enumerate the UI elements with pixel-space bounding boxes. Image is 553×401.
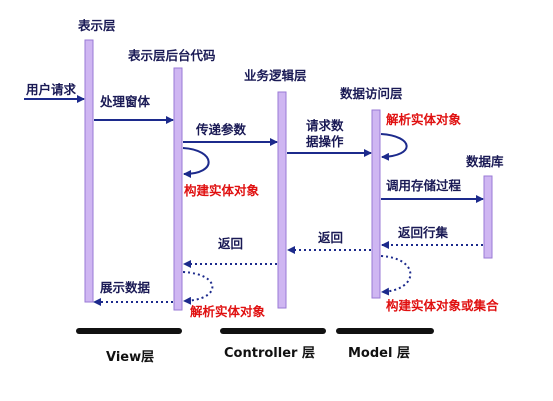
- message-handle-form-label: 处理窗体: [99, 94, 151, 109]
- message-return-2-label: 返回: [318, 230, 343, 245]
- self-loop-parse-entity-bottom: [182, 271, 214, 305]
- self-loop-parse-entity-top: [380, 133, 408, 161]
- message-request-data-label-line1: 请求数: [306, 118, 344, 133]
- layer-label-controller: Controller 层: [224, 346, 315, 361]
- layer-bar-view: [76, 328, 182, 334]
- note-build-entity: 构建实体对象: [184, 183, 260, 198]
- participant-data-access-label: 数据访问层: [339, 86, 403, 101]
- layer-label-model: Model 层: [348, 346, 410, 361]
- lifeline-presentation-backend: [173, 67, 183, 311]
- message-show-data-label: 展示数据: [100, 280, 151, 295]
- message-user-request-label: 用户请求: [25, 82, 77, 97]
- participant-presentation-backend-label: 表示层后台代码: [127, 48, 216, 63]
- message-call-stored-proc-label: 调用存储过程: [386, 178, 462, 193]
- layer-bar-controller: [220, 328, 326, 334]
- message-pass-params-label: 传递参数: [195, 122, 247, 137]
- participant-database-label: 数据库: [465, 154, 504, 169]
- note-parse-entity-bottom: 解析实体对象: [190, 304, 266, 319]
- note-build-entity-or-set: 构建实体对象或集合: [386, 298, 499, 313]
- layer-bar-model: [336, 328, 434, 334]
- lifeline-business-logic: [277, 91, 287, 309]
- participant-presentation-label: 表示层: [77, 18, 116, 33]
- message-return-rows-label: 返回行集: [398, 225, 449, 240]
- layer-label-view: View层: [106, 350, 154, 365]
- participant-business-logic-label: 业务逻辑层: [244, 68, 307, 83]
- self-loop-build-entity-or-set: [380, 255, 412, 296]
- lifeline-data-access: [371, 109, 381, 299]
- self-loop-build-entity: [182, 147, 210, 178]
- message-request-data-label-line2: 据操作: [306, 134, 344, 149]
- lifeline-presentation: [84, 39, 94, 303]
- note-parse-entity-top: 解析实体对象: [386, 112, 462, 127]
- message-return-1-label: 返回: [218, 236, 243, 251]
- lifeline-database: [483, 175, 493, 259]
